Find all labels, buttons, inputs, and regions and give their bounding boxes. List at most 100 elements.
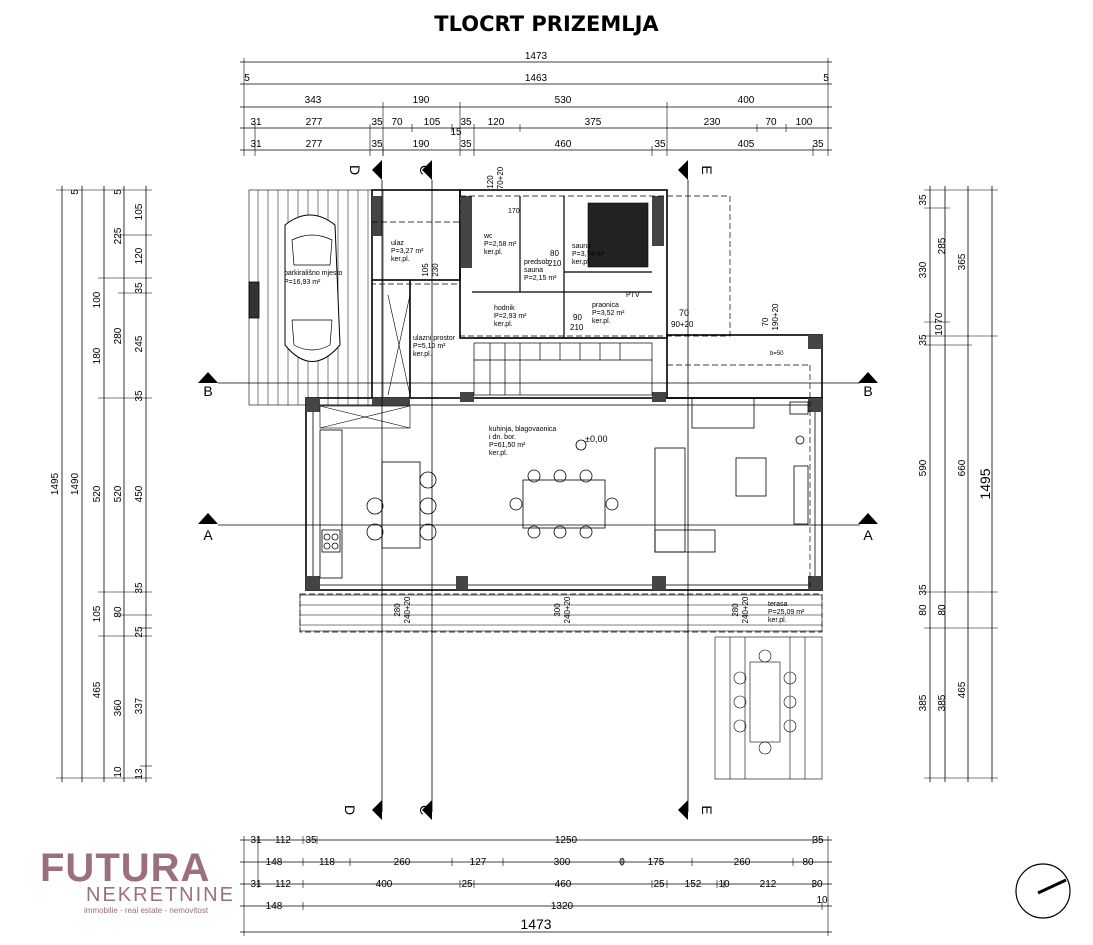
room-sub-predsoblje: sauna [524, 267, 543, 274]
section-label-e: E [699, 165, 715, 174]
dim-left-seg: 520 [92, 485, 103, 502]
dim-right-seg: 35 [918, 584, 929, 596]
dim-top-seg: 530 [555, 95, 572, 106]
dim-top-seg: 35 [460, 139, 472, 150]
dim-left-seg: 100 [92, 291, 103, 308]
section-label-d: D [342, 805, 358, 815]
dim-bottom-seg: 118 [319, 857, 335, 868]
room-name-hodnik: hodnik [494, 305, 515, 312]
dim-bottom-seg: 1320 [551, 901, 574, 912]
dim-bottom-seg: 10 [718, 879, 730, 890]
room-floor-wc: ker.pl. [484, 249, 503, 256]
dim-edge: 5 [823, 73, 829, 84]
dim-left-total: 1495 [50, 472, 61, 495]
dim-label: 70 [761, 317, 770, 326]
dim-left-seg: 280 [113, 327, 124, 344]
dim-top-seg: 70 [765, 117, 777, 128]
dim-label: 70 [679, 308, 689, 318]
dim-bottom-seg: 112 [275, 879, 291, 890]
dim-left-seg: 35 [134, 390, 145, 402]
room-name-kuhinja: kuhinja, blagovaonica [489, 426, 556, 433]
dim-bottom-seg: 152 [685, 879, 702, 890]
dim-left-seg: 35 [134, 582, 145, 594]
section-label-a: A [863, 527, 873, 543]
room-area-kuhinja: P=61,50 m² [489, 442, 526, 449]
dim-bottom-seg: 127 [470, 857, 487, 868]
dim-right-seg: 590 [918, 459, 929, 476]
room-area-parking: P=16,93 m² [284, 279, 321, 286]
room-area-ulaz: P=3,27 m² [391, 248, 424, 255]
section-label-d: D [347, 165, 363, 175]
room-floor-praonica: ker.pl. [592, 318, 611, 325]
dim-label: 90 [573, 313, 582, 322]
section-label-b: B [203, 383, 212, 399]
dim-bottom-seg: 25 [653, 879, 665, 890]
room-area-predsoblje: P=2,15 m² [524, 275, 557, 282]
dim-left-inner: 1490 [70, 472, 81, 495]
dim-top-seg: 35 [371, 117, 383, 128]
dim-bottom-seg: 0 [619, 857, 625, 868]
dim-label: 240+20 [563, 596, 572, 623]
room-floor-hodnik: ker.pl. [494, 321, 513, 328]
dim-right-seg: 285 [937, 237, 948, 254]
dim-left-seg: 465 [92, 681, 103, 698]
dim-bottom-seg: 300 [554, 857, 571, 868]
dim-left-seg: 10 [113, 766, 124, 778]
dim-left-seg: 13 [134, 768, 145, 780]
dim-bottom-seg: 148 [266, 901, 283, 912]
dim-bottom-seg: 260 [394, 857, 411, 868]
dim-top-seg: 31 [250, 139, 262, 150]
dim-bottom-seg: 35 [305, 835, 317, 846]
dim-left-seg: 180 [92, 347, 103, 364]
dim-label: 80 [550, 249, 559, 258]
dim-bottom-seg: 260 [734, 857, 751, 868]
dim-bottom-seg: 1250 [555, 835, 578, 846]
dim-label: b=50 [770, 351, 784, 357]
room-name-terasa: terasa [768, 601, 788, 608]
dim-right-total: 1495 [977, 468, 993, 499]
brand-subtitle: NEKRETNINE [86, 884, 235, 906]
dim-label: 170 [508, 208, 520, 215]
dim-top-seg: 120 [488, 117, 505, 128]
room-floor-terasa: ker.pl. [768, 617, 787, 624]
room-name-ulaz: ulaz [391, 240, 404, 247]
dim-top-seg: 230 [704, 117, 721, 128]
room-floor-ulazni: ker.pl. [413, 351, 432, 358]
dim-top-seg: 190 [413, 95, 430, 106]
dim-bottom-seg: 175 [648, 857, 665, 868]
dim-top-seg: 100 [796, 117, 813, 128]
dim-left-seg: 105 [134, 203, 145, 220]
dim-label: 105 [421, 263, 430, 277]
room-name-praonica: praonica [592, 302, 619, 309]
room-floor-sauna: ker.pl. [572, 259, 591, 266]
section-label-c: C [417, 165, 433, 175]
dim-top-seg: 15 [450, 127, 462, 138]
dim-right-seg: 35 [918, 334, 929, 346]
dim-left-seg: 245 [134, 335, 145, 352]
room-area-sauna: P=3,74 m² [572, 251, 605, 258]
dim-top-seg: 277 [306, 139, 323, 150]
room-name-sauna: sauna [572, 243, 591, 250]
dim-label: 300 [553, 603, 562, 617]
dim-right-seg: 385 [918, 694, 929, 711]
room-sub-kuhinja: i dn. bor. [489, 434, 516, 441]
dim-top-seg: 105 [424, 117, 441, 128]
dim-right-seg: 80 [937, 604, 948, 616]
dim-left-seg: 80 [113, 606, 124, 618]
dim-top-seg: 35 [654, 139, 666, 150]
dim-edge: 5 [244, 73, 250, 84]
room-name-parking: parkirališno mjesto [284, 270, 342, 277]
dim-right-seg: 35 [918, 194, 929, 206]
dim-left-seg: 520 [113, 485, 124, 502]
room-floor-kuhinja: ker.pl. [489, 450, 508, 457]
room-area-hodnik: P=2,93 m² [494, 313, 527, 320]
dim-left-seg: 450 [134, 485, 145, 502]
room-name-predsoblje: predsob. [524, 259, 551, 266]
dim-top-seg: 70 [391, 117, 403, 128]
dim-left-seg: 360 [113, 699, 124, 716]
dim-label: 240+20 [741, 596, 750, 623]
dim-top-seg: 277 [306, 117, 323, 128]
dim-right-seg: 80 [918, 604, 929, 616]
dim-bottom-seg: 31 [250, 879, 262, 890]
